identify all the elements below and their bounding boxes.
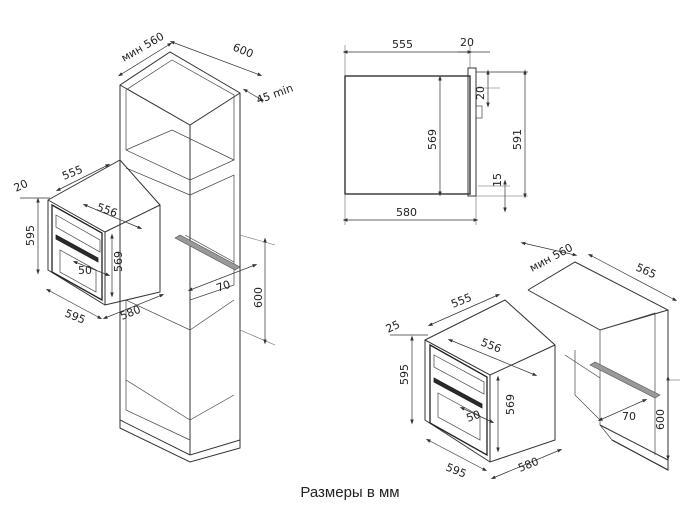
side-body-width-label: 555 xyxy=(392,38,413,51)
tall-niche-depth-label: 556 xyxy=(95,201,119,220)
tall-front-offset-label: 20 xyxy=(12,177,30,195)
under-min-width-label: мин 560 xyxy=(527,241,575,275)
under-oven-height-label: 569 xyxy=(504,394,517,415)
tall-oven-height-label: 569 xyxy=(112,251,125,272)
under-recess-label: 50 xyxy=(465,408,483,425)
under-niche-height-label: 600 xyxy=(654,409,667,430)
under-depth-label: 565 xyxy=(634,261,658,281)
under-vent-label: 70 xyxy=(622,410,636,423)
tall-cabinet-drawing xyxy=(20,41,276,463)
side-bottom-step-label: 15 xyxy=(491,173,504,187)
under-front-offset-label: 25 xyxy=(384,318,402,336)
under-oven-depth-label: 580 xyxy=(516,455,540,475)
tall-niche-width-label: 555 xyxy=(60,163,84,183)
side-view-labels: 555 20 569 580 20 591 15 xyxy=(392,36,524,219)
side-front-thickness-label: 20 xyxy=(460,36,474,49)
side-total-depth-label: 580 xyxy=(396,206,417,219)
side-view-drawing xyxy=(342,45,528,225)
tall-niche-height-label: 600 xyxy=(252,287,265,308)
tall-front-height-label: 595 xyxy=(24,225,37,246)
under-cabinet-drawing xyxy=(390,241,680,479)
tall-recess-label: 50 xyxy=(78,264,92,277)
under-niche-depth-label: 556 xyxy=(479,336,503,356)
tall-cabinet-labels: мин 560 600 45 min 555 556 20 595 595 58… xyxy=(12,30,295,327)
side-top-step-label: 20 xyxy=(474,86,487,100)
caption: Размеры в мм xyxy=(300,484,400,501)
side-front-height-label: 591 xyxy=(511,129,524,150)
under-front-width-label: 595 xyxy=(444,461,468,481)
tall-front-width-label: 595 xyxy=(63,307,87,327)
tall-depth-label: 600 xyxy=(231,41,255,61)
under-cabinet-labels: мин 560 565 555 556 25 595 595 580 569 5… xyxy=(384,241,667,481)
tall-gap-label: 45 min xyxy=(255,82,295,107)
under-front-height-label: 595 xyxy=(398,364,411,385)
tall-vent-label: 70 xyxy=(215,278,233,295)
under-niche-width-label: 555 xyxy=(449,291,473,311)
side-body-height-label: 569 xyxy=(426,129,439,150)
